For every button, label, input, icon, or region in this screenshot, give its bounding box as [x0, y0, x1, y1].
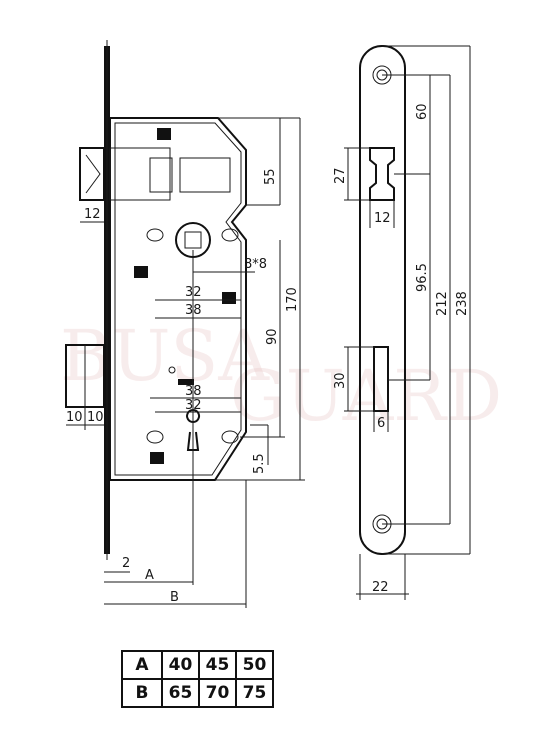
watermark-line1: BUSA [60, 315, 270, 397]
dim-label-b: B [170, 590, 179, 605]
dim-plate-12: 12 [374, 211, 391, 226]
dim-width-38-top: 38 [185, 303, 202, 318]
dim-plate-6: 6 [377, 416, 385, 431]
dim-height-90: 90 [265, 328, 280, 345]
dim-plate-27: 27 [333, 167, 348, 184]
table-cell-label: B [121, 678, 163, 708]
dim-height-170: 170 [285, 287, 300, 312]
right-dimension-lines [344, 45, 471, 600]
size-table: A 40 45 50 B 65 70 75 [121, 650, 274, 708]
table-cell-label: A [121, 650, 163, 680]
left-dimension-lines [66, 117, 305, 608]
latch-bolt [79, 147, 105, 201]
table-row-b: B 65 70 75 [121, 678, 274, 708]
table-cell: 65 [161, 678, 200, 708]
dim-height-5-5: 5.5 [252, 453, 267, 474]
dim-width-38-bottom: 38 [185, 384, 202, 399]
dim-spindle: 8*8 [244, 257, 267, 272]
right-dimension-labels: 60 27 12 96.5 212 238 30 6 22 [333, 103, 470, 595]
table-cell: 70 [198, 678, 237, 708]
table-cell: 75 [235, 678, 274, 708]
dim-plate-212: 212 [435, 291, 450, 316]
table-cell: 50 [235, 650, 274, 680]
table-cell: 40 [161, 650, 200, 680]
dim-height-55: 55 [263, 168, 278, 185]
dim-plate-30: 30 [333, 372, 348, 389]
size-table-wrapper: A 40 45 50 B 65 70 75 [121, 650, 274, 708]
dim-width-32-bottom: 32 [185, 398, 202, 413]
dim-width-32-top: 32 [185, 285, 202, 300]
dim-plate-238: 238 [455, 291, 470, 316]
dim-plate-60: 60 [415, 103, 430, 120]
dim-faceplate-width: 12 [84, 207, 101, 222]
left-dimension-labels: 12 10 10 55 170 90 5.5 8*8 32 38 38 32 2… [66, 168, 300, 605]
deadbolt-opening [373, 346, 389, 412]
faceplate-front [359, 45, 406, 555]
dim-deadbolt-a: 10 [66, 410, 83, 425]
lock-case [109, 117, 247, 481]
table-cell: 45 [198, 650, 237, 680]
latch-opening [369, 147, 395, 201]
dim-backset-offset: 2 [122, 556, 130, 571]
dim-label-a: A [145, 568, 154, 583]
watermark: BUSA GUARD [60, 315, 502, 437]
dim-plate-96-5: 96.5 [415, 263, 430, 292]
watermark-line2: GUARD [230, 355, 502, 437]
dim-plate-22: 22 [372, 580, 389, 595]
table-row-a: A 40 45 50 [121, 650, 274, 680]
dim-deadbolt-b: 10 [87, 410, 104, 425]
faceplate-front-view [359, 45, 406, 555]
